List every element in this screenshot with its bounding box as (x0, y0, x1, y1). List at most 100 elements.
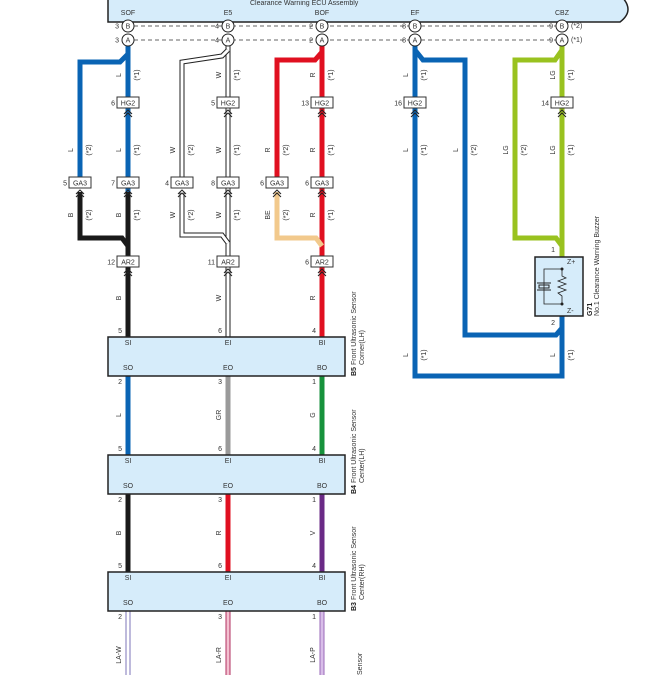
chevron-connector-icon (272, 189, 282, 198)
ecu-box (107, 0, 629, 23)
wire-color-label: L (550, 353, 557, 357)
ecu-terminal-label: SOF (121, 10, 135, 17)
ga3-connector-pin: 6 (260, 181, 264, 188)
wire-color-label: R (310, 295, 317, 300)
ga3-connector-box (216, 176, 240, 189)
sensor-input-terminal: BI (319, 458, 326, 465)
sensor-input-pin: 4 (312, 563, 316, 570)
wire-color-label: R (216, 530, 223, 535)
ar2-connector-label: AR2 (315, 260, 329, 267)
sensor-output-terminal: EO (223, 483, 234, 490)
wire-color-label: L (116, 148, 123, 152)
chevron-connector-icon (557, 109, 567, 118)
ecu-connector-b-circle (221, 19, 235, 33)
ecu-connector-b-label: B (226, 24, 231, 31)
ga3-connector-pin: 8 (211, 181, 215, 188)
ga3-connector-box (265, 176, 289, 189)
wire-color-label: L (403, 353, 410, 357)
sensor-input-terminal: SI (125, 340, 132, 347)
wire-color-label: L (116, 73, 123, 77)
sensor-name: Front Ultrasonic Sensor (351, 409, 358, 483)
wire-sof-b-branch (77, 192, 130, 248)
sensor-code: B3 (351, 602, 358, 611)
ecu-pin-b-number: 8 (402, 24, 406, 31)
hg2-connector-pin: 13 (301, 101, 309, 108)
sensor-input-pin: 5 (118, 328, 122, 335)
ecu-connector-b-label: B (413, 24, 418, 31)
sensor-output-pin: 2 (118, 614, 122, 621)
chevron-connector-icon (317, 109, 327, 118)
chevron-connector-icon (223, 109, 233, 118)
ecu-connector-a-circle (221, 33, 235, 47)
hg2-connector-pin: 5 (211, 101, 215, 108)
hg2-connector-label: HG2 (315, 101, 330, 108)
sensor-output-pin: 2 (118, 497, 122, 504)
wire-ef-l-main (412, 40, 565, 379)
sensor-output-pin: 1 (312, 379, 316, 386)
hg2-connector-label: HG2 (121, 101, 136, 108)
sensor-name-line2: Corner(LH) (359, 330, 366, 365)
wire-color-label: L (453, 148, 460, 152)
hg2-connector-box (403, 96, 427, 109)
wire-bof-r-branch (274, 50, 324, 183)
sensor-output-pin: 3 (218, 497, 222, 504)
ecu-connector-a-circle (408, 33, 422, 47)
junction-dot (560, 267, 564, 271)
ecu-terminal-label: E5 (224, 10, 233, 17)
ecu-pin-a-number: 8 (402, 38, 406, 45)
ga3-connector-label: GA3 (270, 181, 284, 188)
sensor-output-terminal: EO (223, 600, 234, 607)
sensor-input-pin: 6 (218, 446, 222, 453)
wire-color-label: W (216, 211, 223, 218)
ecu-title: Clearance Warning ECU Assembly (250, 0, 359, 7)
wire-color-label: R (310, 72, 317, 77)
wire-variant-label: (*2) (283, 144, 290, 155)
hg2-connector-box (216, 96, 240, 109)
wire-variant-label: (*1) (568, 349, 575, 360)
wire-variant-label: (*2) (86, 144, 93, 155)
ga3-connector-label: GA3 (121, 181, 135, 188)
sensor-input-pin: 4 (312, 328, 316, 335)
wire-color-label: V (310, 530, 317, 535)
ga3-connector-label: GA3 (221, 181, 235, 188)
wire-color-label: L (403, 148, 410, 152)
chevron-connector-icon (123, 189, 133, 198)
wire-e5-w-branch-lower-core (180, 192, 230, 244)
hg2-connector-box (550, 96, 574, 109)
wire-variant-label: (*1) (568, 144, 575, 155)
wire-ef-l-branch (413, 48, 564, 338)
sensor-input-pin: 5 (118, 446, 122, 453)
sensor-name: Front Ultrasonic Sensor (351, 291, 358, 365)
wire-color-label: GR (216, 410, 223, 421)
sensor-input-pin: 4 (312, 446, 316, 453)
chevron-connector-icon (75, 189, 85, 198)
ecu-connector-b-label: B (320, 24, 325, 31)
wire-variant-label: (*2) (283, 209, 290, 220)
wire-e5-w-branch (179, 48, 230, 183)
ecu-pin-b-number: 3 (115, 24, 119, 31)
sensor-output-pin: 1 (312, 497, 316, 504)
buzzer-pin-2: 2 (551, 320, 555, 327)
ecu-pin-b-number: 4 (215, 24, 219, 31)
ecu-connector-b-circle (408, 19, 422, 33)
wire-color-label: W (216, 294, 223, 301)
ecu-connector-b-circle (555, 19, 569, 33)
chevron-connector-icon (223, 189, 233, 198)
wire-variant-label: (*1) (568, 69, 575, 80)
sensor-b3-box (107, 571, 346, 612)
sensor-output-pin: 1 (312, 614, 316, 621)
sensor-b4-box (107, 454, 346, 495)
hg2-connector-label: HG2 (221, 101, 236, 108)
wire-color-label: B (116, 212, 123, 217)
wire-color-label: R (310, 212, 317, 217)
buzzer-circuit (543, 268, 562, 305)
wire-color-label: W (216, 146, 223, 153)
sensor-output-terminal: BO (317, 600, 328, 607)
chevron-connector-icon (123, 109, 133, 118)
wire-color-label: L (403, 73, 410, 77)
ecu-connector-a-circle (121, 33, 135, 47)
piezo-element-icon (537, 282, 551, 291)
wire-color-label: B (68, 212, 75, 217)
ecu-pin-a-number: 4 (215, 38, 219, 45)
